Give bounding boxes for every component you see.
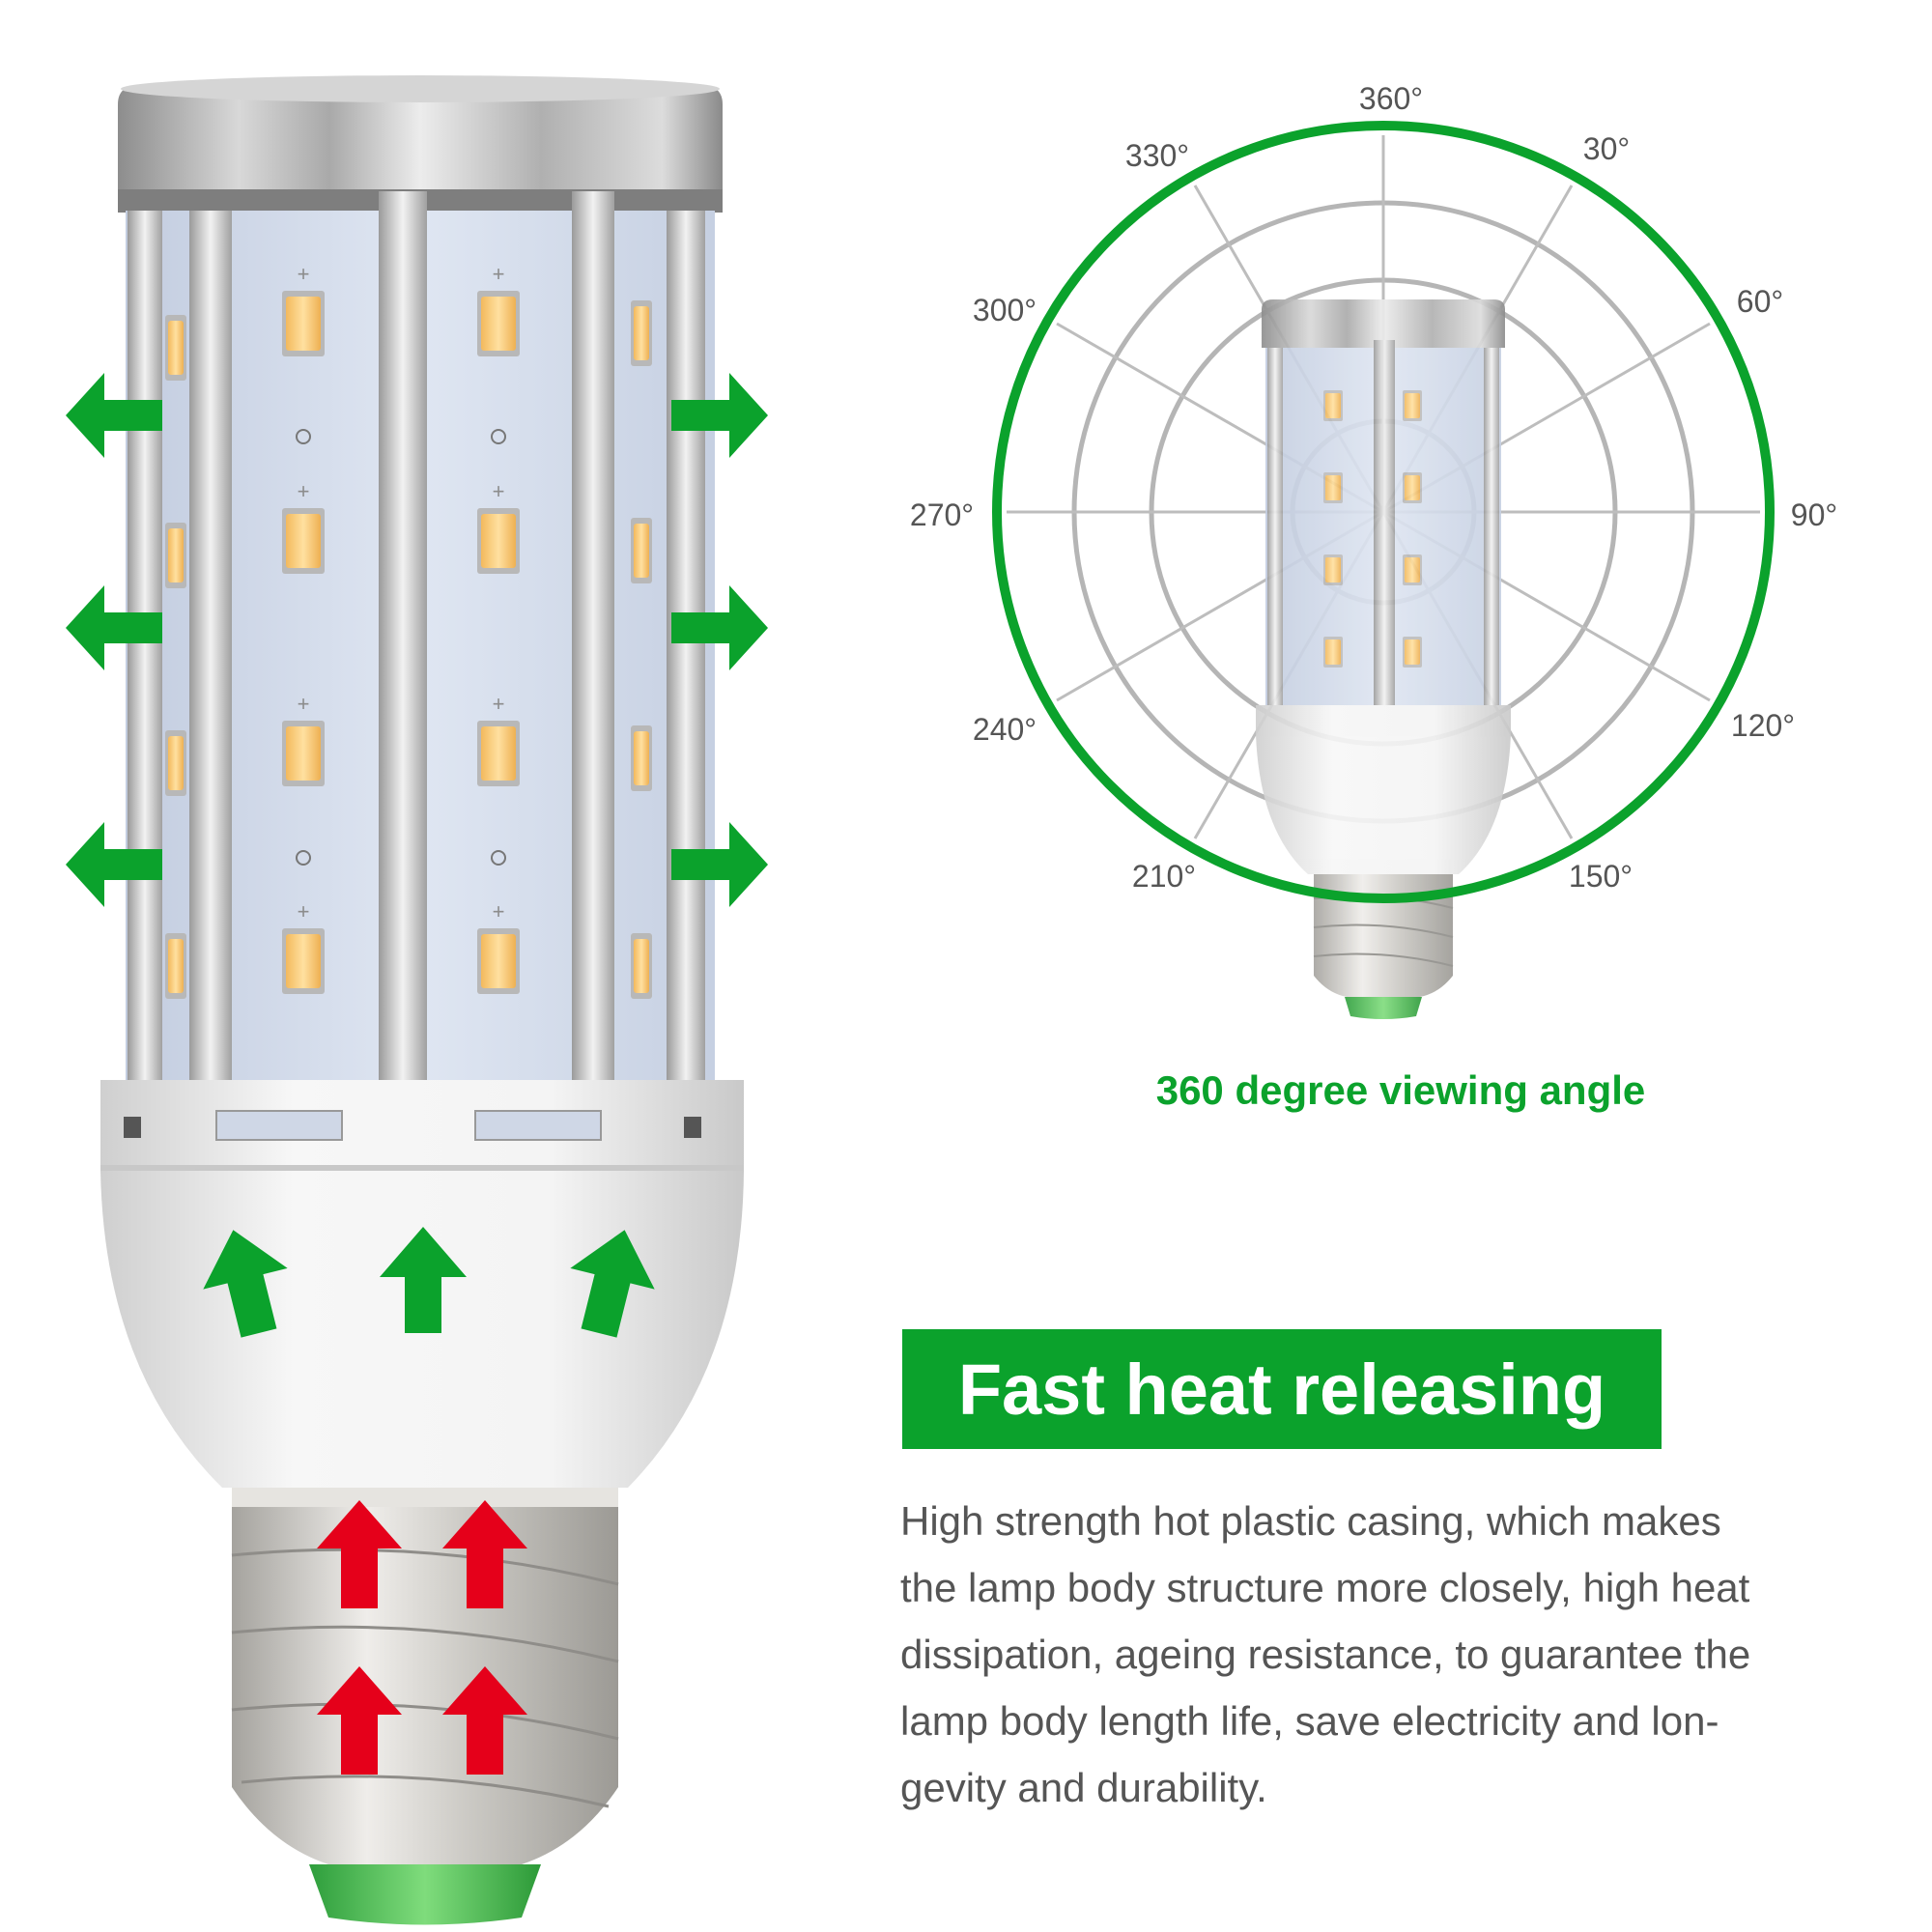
led-chips xyxy=(165,262,652,999)
viewing-angle-diagram: 360° 30° 60° 90° 120° 150° 210° 240° 270… xyxy=(910,81,1837,1019)
degree-label-150: 150° xyxy=(1569,859,1633,894)
degree-label-30: 30° xyxy=(1583,131,1630,166)
description-line: dissipation, ageing resistance, to guara… xyxy=(900,1632,1751,1677)
large-corn-bulb xyxy=(100,75,744,1925)
heat-sink-fins xyxy=(128,191,705,1080)
description-line: gevity and durability. xyxy=(900,1765,1267,1810)
degree-label-270: 270° xyxy=(910,497,974,532)
viewing-angle-caption: 360 degree viewing angle xyxy=(1155,1067,1646,1113)
degree-label-90: 90° xyxy=(1791,497,1837,532)
feature-description: High strength hot plastic casing, which … xyxy=(900,1488,1886,1821)
degree-label-330: 330° xyxy=(1125,138,1189,173)
degree-label-60: 60° xyxy=(1737,284,1783,319)
description-line: the lamp body structure more closely, hi… xyxy=(900,1565,1750,1610)
description-line: lamp body length life, save electricity … xyxy=(900,1698,1719,1744)
description-line: High strength hot plastic casing, which … xyxy=(900,1498,1721,1544)
small-corn-bulb xyxy=(1256,299,1511,1019)
feature-title: Fast heat releasing xyxy=(957,1349,1606,1430)
feature-banner: Fast heat releasing xyxy=(902,1329,1662,1449)
degree-label-120: 120° xyxy=(1731,708,1795,743)
degree-label-360: 360° xyxy=(1359,81,1423,116)
degree-labels: 360° 30° 60° 90° 120° 150° 210° 240° 270… xyxy=(910,81,1837,894)
viewing-angle-ring xyxy=(992,121,1775,903)
degree-label-240: 240° xyxy=(973,712,1037,747)
degree-label-210: 210° xyxy=(1132,859,1196,894)
degree-label-300: 300° xyxy=(973,293,1037,327)
